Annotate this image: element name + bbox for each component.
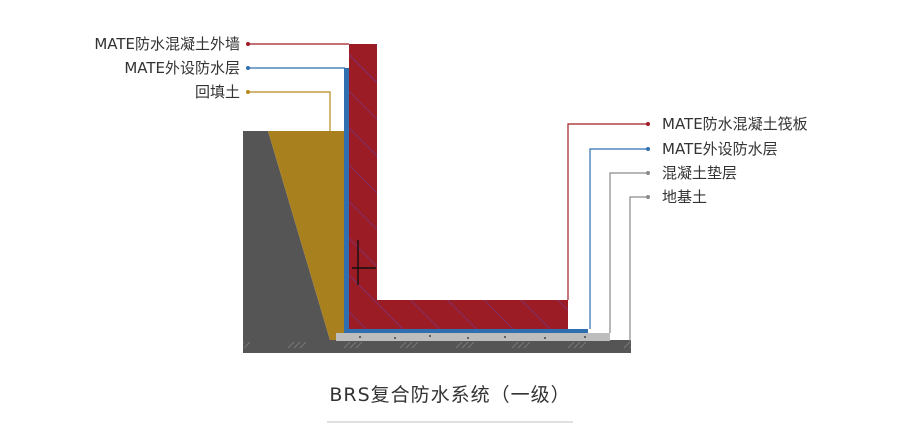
concrete-wall-slab bbox=[349, 44, 568, 329]
label-wall: MATE防水混凝土外墙 bbox=[94, 35, 240, 53]
concrete-cushion bbox=[336, 333, 610, 341]
label-raft: MATE防水混凝土筏板 bbox=[662, 115, 808, 133]
soil-ground bbox=[243, 340, 631, 353]
cushion-dots bbox=[359, 335, 586, 339]
label-subsoil: 地基土 bbox=[662, 188, 708, 206]
diagram-caption: BRS复合防水系统（一级） bbox=[329, 384, 571, 406]
label-backfill: 回填土 bbox=[194, 83, 240, 101]
leader-dots-right bbox=[646, 122, 650, 199]
soil-slope bbox=[243, 131, 330, 340]
label-membrane-left: MATE外设防水层 bbox=[124, 59, 240, 77]
waterproof-membrane bbox=[344, 68, 588, 333]
caption-underline bbox=[327, 421, 573, 423]
leader-lines-left bbox=[248, 43, 349, 131]
leader-dots-left bbox=[246, 42, 250, 94]
backfill-soil bbox=[268, 131, 344, 340]
label-membrane-right: MATE外设防水层 bbox=[662, 140, 778, 158]
label-cushion: 混凝土垫层 bbox=[662, 164, 738, 182]
wall-symbol bbox=[352, 240, 376, 285]
leader-lines-right bbox=[567, 123, 648, 341]
